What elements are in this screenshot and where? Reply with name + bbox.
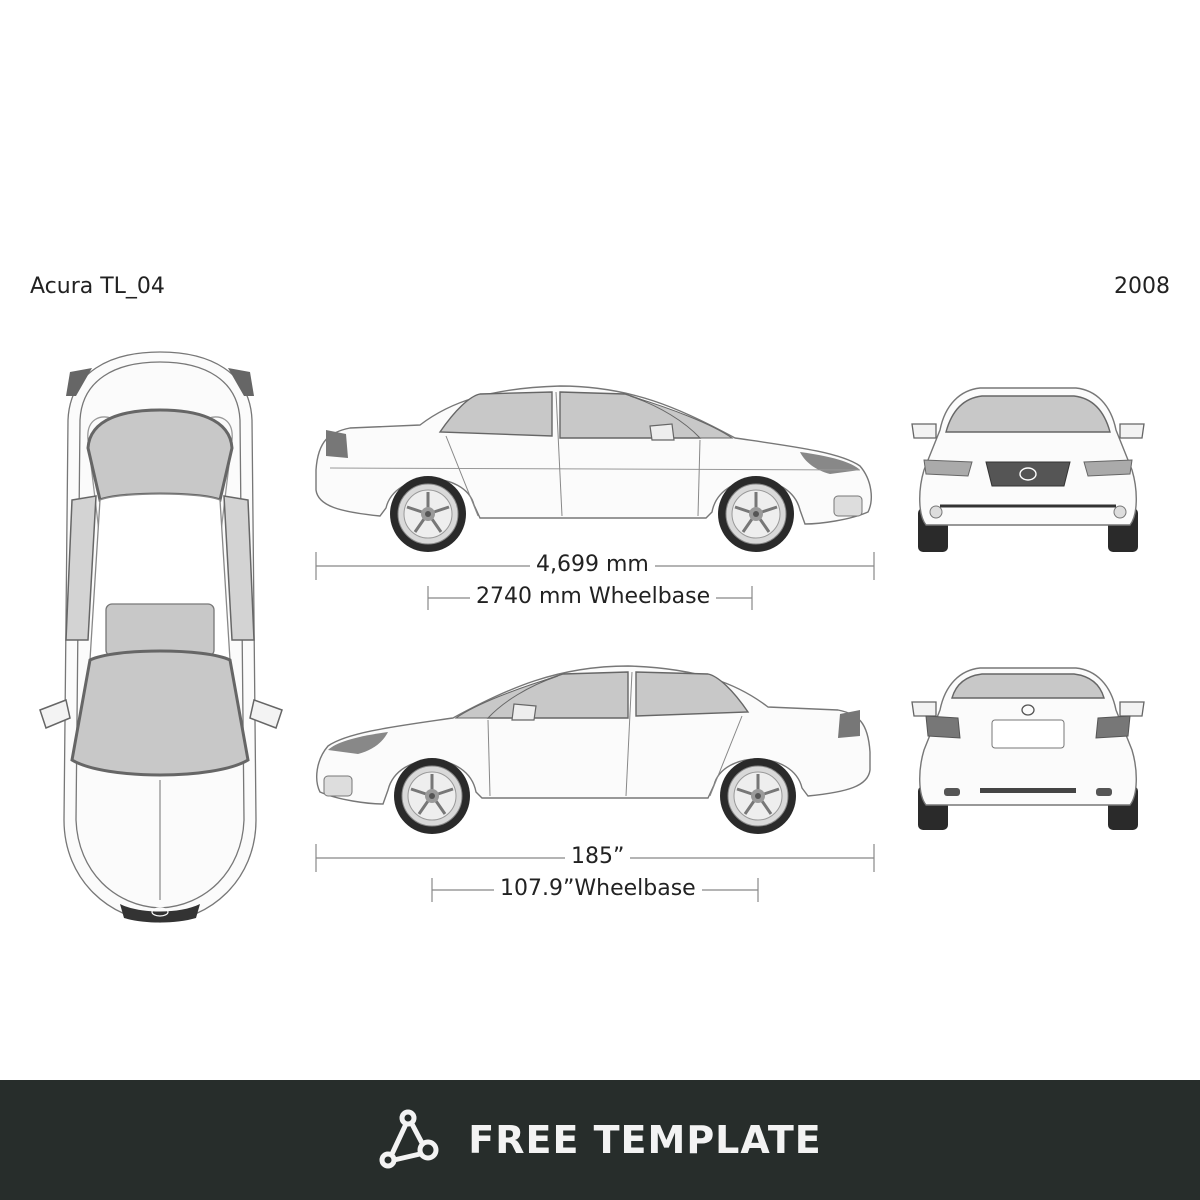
mirror-left-top xyxy=(39,698,71,730)
side-view-car-2 xyxy=(316,665,871,836)
blueprint-drawing xyxy=(39,351,1145,923)
rear-window-top xyxy=(86,408,234,503)
windshield-top xyxy=(70,649,250,777)
model-year: 2008 xyxy=(1114,274,1170,299)
wheelbase-imperial-label: 107.9”Wheelbase xyxy=(494,876,702,902)
front-view-car xyxy=(911,387,1145,552)
length-metric-label: 4,699 mm xyxy=(530,552,655,578)
rear-lights-top xyxy=(66,368,254,396)
length-imperial-label: 185” xyxy=(565,844,631,870)
wheelbase-metric-label: 2740 mm Wheelbase xyxy=(470,584,717,610)
model-title: Acura TL_04 xyxy=(30,274,165,299)
footer-label: FREE TEMPLATE xyxy=(468,1118,822,1162)
grille-top xyxy=(120,904,200,923)
network-nodes-icon xyxy=(379,1109,439,1169)
mirror-right-top xyxy=(249,699,283,729)
sunroof-top xyxy=(105,603,215,657)
side-window-right-top xyxy=(223,495,255,641)
side-view-car-1 xyxy=(315,385,872,554)
footer-banner: FREE TEMPLATE xyxy=(0,1080,1200,1200)
rear-view-car xyxy=(911,667,1145,830)
logo-top xyxy=(151,907,169,917)
side-window-left-top xyxy=(65,495,97,641)
